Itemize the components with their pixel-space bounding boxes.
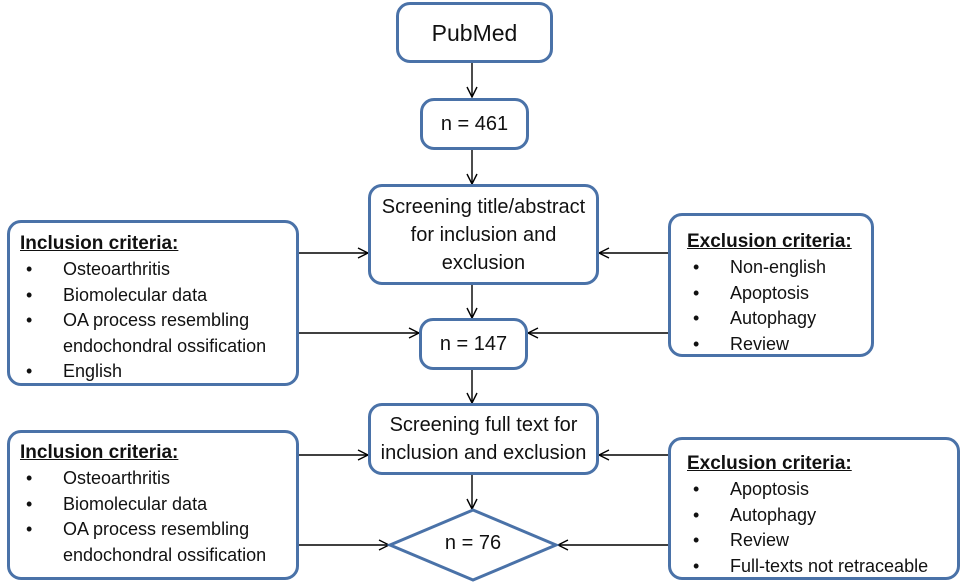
list-item: Review (687, 332, 861, 358)
pubmed-box: PubMed (396, 2, 553, 63)
exclusion-list-2: Apoptosis Autophagy Review Full-texts no… (687, 477, 947, 579)
count-147-label: n = 147 (439, 333, 508, 355)
exclusion-criteria-box-1: Exclusion criteria: Non-english Apoptosi… (668, 213, 874, 357)
inclusion-list-1: Osteoarthritis Biomolecular data OA proc… (20, 257, 286, 385)
count-461-label: n = 461 (440, 113, 509, 135)
list-item: Osteoarthritis (20, 466, 286, 492)
inclusion-list-2: Osteoarthritis Biomolecular data OA proc… (20, 466, 286, 568)
screening-title-label: Screening title/abstract for inclusion a… (381, 195, 586, 274)
inclusion-title-2: Inclusion criteria: (20, 442, 179, 463)
list-item: Biomolecular data (20, 492, 286, 518)
list-item: Apoptosis (687, 477, 947, 503)
exclusion-title-1: Exclusion criteria: (687, 231, 852, 252)
list-item: OA process resembling (20, 517, 286, 543)
count-76-label: n = 76 (444, 532, 502, 554)
screening-full-label: Screening full text for inclusion and ex… (380, 414, 587, 464)
list-item: Full-texts not retraceable (687, 554, 947, 580)
list-item: Apoptosis (687, 281, 861, 307)
list-item: Osteoarthritis (20, 257, 286, 283)
list-item: Review (687, 528, 947, 554)
list-item: English (20, 359, 286, 385)
list-item: OA process resembling (20, 308, 286, 334)
list-item: Autophagy (687, 503, 947, 529)
inclusion-criteria-box-2: Inclusion criteria: Osteoarthritis Biomo… (7, 430, 299, 580)
exclusion-list-1: Non-english Apoptosis Autophagy Review (687, 255, 861, 357)
list-item-continuation: endochondral ossification (63, 544, 267, 565)
inclusion-title-1: Inclusion criteria: (20, 233, 179, 254)
decision-diamond-shape (386, 508, 560, 582)
list-item: Autophagy (687, 306, 861, 332)
screening-title-box: Screening title/abstract for inclusion a… (368, 184, 599, 285)
list-item: Biomolecular data (20, 283, 286, 309)
count-461-box: n = 461 (420, 98, 529, 150)
screening-full-box: Screening full text for inclusion and ex… (368, 403, 599, 475)
exclusion-criteria-box-2: Exclusion criteria: Apoptosis Autophagy … (668, 437, 960, 580)
list-item-continuation: endochondral ossification (63, 335, 267, 356)
inclusion-criteria-box-1: Inclusion criteria: Osteoarthritis Biomo… (7, 220, 299, 386)
exclusion-title-2: Exclusion criteria: (687, 453, 852, 474)
pubmed-label: PubMed (431, 19, 518, 46)
count-147-box: n = 147 (419, 318, 528, 370)
list-item: Non-english (687, 255, 861, 281)
